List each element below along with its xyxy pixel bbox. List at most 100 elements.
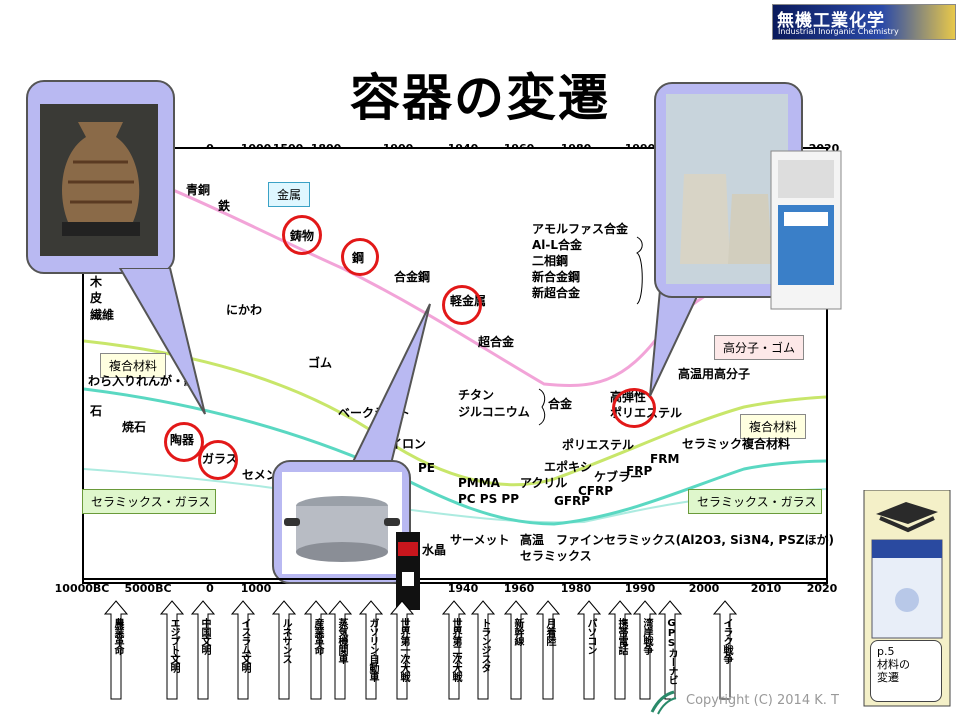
bottom-tick: 5000BC [124,582,172,595]
copyright-logo-icon [650,690,677,715]
material-dual-phase-steel: 二相鋼 [532,254,569,268]
event-arrow: イラク戦争 [713,600,737,700]
material-rubber: ゴム [308,356,333,370]
category-metal: 金属 [268,182,311,207]
callout-pottery [26,80,175,274]
ti-brace [538,388,546,426]
event-label: 農業革命 [112,618,123,654]
material-leather: 皮 [90,291,103,305]
material-high-temp-polymer: 高温用高分子 [678,367,751,381]
event-label: GPSカーナビ [666,618,677,684]
highlight-circle-light-alloy [442,285,482,325]
material-fiber: 繊維 [90,308,115,322]
event-arrow: 世界第一次大戦 [390,600,414,700]
event-label: イスラム文明 [239,618,250,672]
material-new-alloy-steel: 新合金鋼 [532,270,581,284]
bottom-tick: 2010 [750,582,782,595]
highlight-circle-pottery [164,422,204,462]
up-arrow-icon [713,600,737,700]
event-label: 世界第二次大戦 [450,618,461,681]
brand-sub: Industrial Inorganic Chemistry [778,27,899,36]
event-arrow: ルネサンス [272,600,296,700]
event-label: ガソリン自動車 [367,618,378,681]
material-fired-stone: 焼石 [122,420,147,434]
page-note: p.5 材料の変遷 [870,640,942,702]
event-label: 世界第一次大戦 [398,618,409,681]
material-al-l-alloy: Al-L合金 [532,238,583,252]
material-superalloy: 超合金 [478,335,515,349]
bottom-tick: 2000 [688,582,720,595]
material-frm: FRM [650,452,680,466]
event-arrow: トランジスタ [471,600,495,700]
brand-main: 無機工業化学 [777,11,885,31]
material-iron: 鉄 [218,199,231,213]
material-pc-ps-pp: PC PS PP [458,492,519,506]
category-ceramics-right: セラミックス・ガラス [688,489,822,514]
material-zirconium: ジルコニウム [458,405,530,419]
alloy-brace [635,236,643,305]
event-arrow: ガソリン自動車 [359,600,383,700]
material-acrylic: アクリル [520,476,568,490]
material-stone: 石 [90,404,103,418]
material-ceramics: セラミックス [520,549,592,563]
material-high-temp: 高温 [520,533,545,547]
event-arrow: 産業革命 [304,600,328,700]
note-page: p.5 [877,645,895,658]
event-label: イラク戦争 [721,618,732,663]
up-arrow-icon [272,600,296,700]
event-arrow: イスラム文明 [231,600,255,700]
material-frp: FRP [626,464,653,478]
event-label: 中国文明 [199,618,210,654]
highlight-circle-steel [341,238,379,276]
material-water-glass: 水晶 [422,543,447,557]
bottom-tick: 1000 [240,582,272,595]
up-arrow-icon [471,600,495,700]
callout-pouch-pointer [649,290,702,397]
material-fine-ceramics: ファインセラミックス(Al2O3, Si3N4, PSZほか) [556,533,835,547]
material-curves [84,157,826,526]
event-arrow: 農業革命 [104,600,128,700]
event-arrow: パソコン [577,600,601,700]
event-label: 月着陸 [544,618,555,645]
ceramics-lower-curve [84,468,826,524]
event-label: ルネサンス [280,618,291,663]
event-label: 携帯電話 [616,618,627,654]
brand-logo: 無機工業化学 Industrial Inorganic Chemistry [772,4,956,40]
material-polyester-b: ポリエステル [562,438,635,452]
highlight-circle-glass [198,440,238,480]
event-arrow: GPSカーナビ [658,600,682,700]
up-arrow-icon [658,600,682,700]
event-arrow: 蒸気機関車 [328,600,352,700]
material-amorphous-alloy: アモルファス合金 [532,222,629,236]
up-arrow-icon [390,600,414,700]
up-arrow-icon [231,600,255,700]
bottom-axis-line [82,578,826,580]
up-arrow-icon [304,600,328,700]
bottom-tick: 0 [206,582,214,595]
event-label: 湾岸戦争 [641,618,652,654]
category-ceramics-left: セラミックス・ガラス [82,489,216,514]
material-alloy-steel: 合金鋼 [394,270,431,284]
material-ceramic-composite: セラミック複合材料 [682,437,791,451]
event-label: 産業革命 [312,618,323,654]
up-arrow-icon [504,600,528,700]
pot-photo [282,472,402,574]
bottom-tick: 1980 [560,582,592,595]
event-label: 新幹線 [512,618,523,645]
bottom-tick: 2020 [806,582,838,595]
material-cfrp: CFRP [578,484,614,498]
material-kevlar: ケブラー [594,470,643,484]
bottom-tick: 1960 [503,582,535,595]
material-straw-brick: わら入りれんが・紙 [88,374,197,388]
up-arrow-icon [577,600,601,700]
event-arrow: 新幹線 [504,600,528,700]
up-arrow-icon [633,600,657,700]
event-arrow: 世界第二次大戦 [442,600,466,700]
event-arrow: エジプト文明 [160,600,184,700]
event-arrow: 中国文明 [191,600,215,700]
callout-pottery-pointer [118,268,206,415]
callout-pot [272,460,411,584]
highlight-circle-polyester [612,388,656,428]
material-epoxy: エポキシ [544,460,593,474]
event-label: 蒸気機関車 [336,618,347,663]
